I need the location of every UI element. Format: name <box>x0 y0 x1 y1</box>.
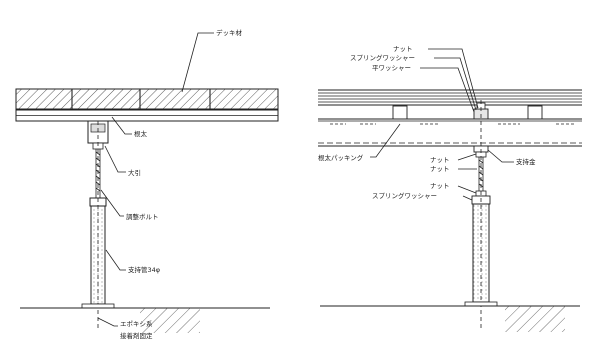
joist-channel <box>318 118 582 147</box>
leader-bolt <box>100 189 124 217</box>
leader-epoxy <box>97 317 118 327</box>
label-bracket: 支持金 <box>516 157 536 166</box>
leader-packing <box>370 123 401 158</box>
leader-nut-low <box>457 185 477 194</box>
leader-flat-washer <box>420 67 475 113</box>
leader-deck <box>181 32 214 93</box>
deck-boards <box>15 88 279 110</box>
left-diagram: デッキ材 根太 大引 調整ボルト 支持管34φ エポキシ系 接着剤固定 <box>15 28 279 340</box>
ground-base <box>20 303 270 333</box>
leader-nut-top <box>428 48 479 109</box>
leader-post <box>105 249 126 271</box>
leader-joist <box>111 116 132 135</box>
label-nut-low: ナット <box>430 182 450 190</box>
leader-nut-mid1 <box>457 153 477 161</box>
support-pipe-right <box>472 203 490 303</box>
label-spring-washer-low: スプリングワッシャー <box>372 191 437 200</box>
leader-bracket <box>487 149 514 163</box>
label-nut-mid1: ナット <box>430 156 450 164</box>
label-joist: 根太 <box>134 129 148 138</box>
label-epoxy-1: エポキシ系 <box>120 319 153 328</box>
label-deck: デッキ材 <box>216 28 243 37</box>
leader-spring-low <box>462 195 473 201</box>
label-nut-top: ナット <box>393 45 413 53</box>
right-diagram: ナット スプリングワッシャー 平ワッシャー 根太パッキング 支持金 ナット ナッ… <box>318 45 582 332</box>
label-bolt: 調整ボルト <box>126 212 159 221</box>
label-spring-washer-top: スプリングワッシャー <box>350 53 415 62</box>
label-epoxy-2: 接着剤固定 <box>120 331 153 340</box>
joist <box>15 109 279 122</box>
label-nut-mid2: ナット <box>430 165 450 173</box>
ground-base-right <box>320 301 580 332</box>
deck-layers <box>318 89 582 106</box>
label-flat-washer: 平ワッシャー <box>372 64 411 72</box>
leader-spring-top <box>434 57 477 111</box>
label-post: 支持管34φ <box>128 265 160 274</box>
label-beam: 大引 <box>128 168 141 177</box>
leader-beam <box>104 145 126 173</box>
label-packing: 根太パッキング <box>318 153 364 162</box>
